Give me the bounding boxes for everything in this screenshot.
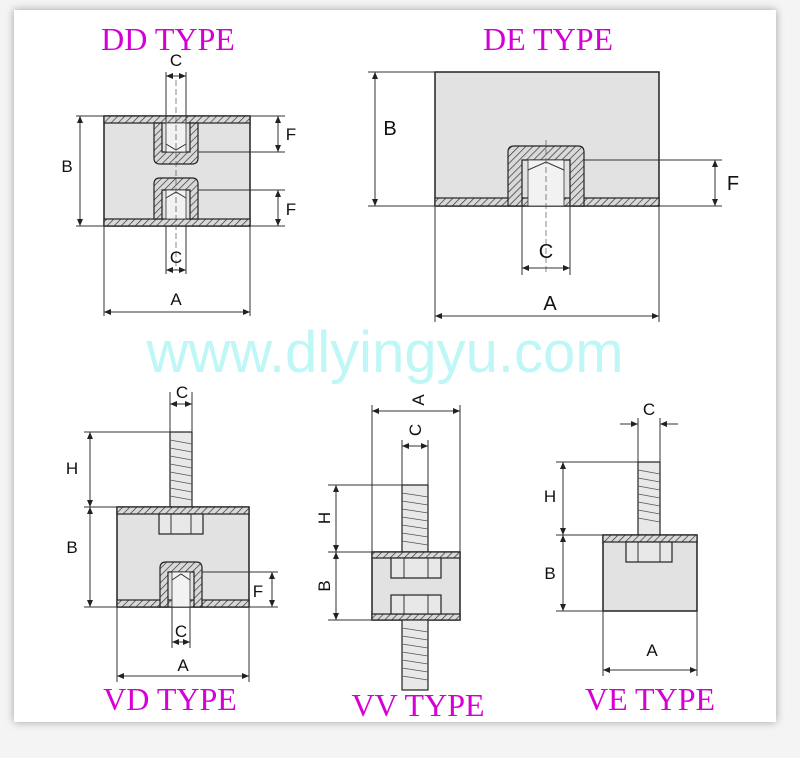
de-type-title: DE TYPE xyxy=(483,21,613,57)
dd-top-plate xyxy=(103,115,251,124)
ve-type-diagram: VE TYPE C H B A xyxy=(544,400,715,717)
dd-bottom-insert xyxy=(153,177,199,220)
dd-dim-b: B xyxy=(61,157,72,176)
vv-dim-b: B xyxy=(315,580,334,591)
de-dim-f: F xyxy=(727,173,739,195)
dd-type-title: DD TYPE xyxy=(101,21,235,57)
vv-type-diagram: VV TYPE A C xyxy=(315,394,485,723)
vv-dim-h: H xyxy=(315,512,334,524)
vd-top-plate xyxy=(116,506,250,515)
ve-top-plate xyxy=(602,534,698,543)
de-dim-b: B xyxy=(383,118,396,140)
vd-dim-b: B xyxy=(66,538,77,557)
ve-dim-h: H xyxy=(544,487,556,506)
vv-top-stud xyxy=(401,484,429,558)
vd-dim-a: A xyxy=(177,656,189,675)
ve-dim-a: A xyxy=(646,641,658,660)
vv-type-title: VV TYPE xyxy=(351,687,484,723)
vv-dim-a: A xyxy=(409,394,428,406)
ve-dim-b: B xyxy=(544,564,555,583)
dd-dim-c-bottom: C xyxy=(170,248,182,267)
vd-dim-h: H xyxy=(66,459,78,478)
vv-top-nut xyxy=(390,557,442,579)
vd-threaded-stud xyxy=(169,431,193,513)
dd-dim-f-bottom: F xyxy=(286,200,296,219)
watermark-text: www.dlyingyu.com xyxy=(145,320,623,385)
vd-dim-c-top: C xyxy=(176,383,188,402)
vv-bottom-plate xyxy=(371,613,461,621)
vd-bottom-insert xyxy=(159,561,203,608)
dd-bottom-plate xyxy=(103,218,251,227)
vv-bottom-nut xyxy=(390,594,442,615)
de-type-diagram: DE TYPE B F C A xyxy=(368,21,739,322)
dd-type-diagram: DD TYPE C C B F xyxy=(61,21,296,316)
vv-dim-c: C xyxy=(406,424,425,436)
dd-dim-c-top: C xyxy=(170,51,182,70)
vv-top-plate xyxy=(371,551,461,559)
ve-dim-c: C xyxy=(643,400,655,419)
ve-hex-nut xyxy=(625,541,673,563)
dd-top-insert xyxy=(153,122,199,165)
de-dim-c: C xyxy=(539,241,553,263)
dd-dim-f-top: F xyxy=(286,125,296,144)
vd-dim-c-bottom: C xyxy=(175,622,187,641)
vd-hex-nut xyxy=(158,513,204,535)
dd-dim-a: A xyxy=(170,290,182,309)
de-dim-a: A xyxy=(543,293,557,315)
vd-dim-f: F xyxy=(253,582,263,601)
vd-type-diagram: VD TYPE C H B xyxy=(66,383,278,717)
vd-type-title: VD TYPE xyxy=(103,681,237,717)
ve-type-title: VE TYPE xyxy=(585,681,715,717)
